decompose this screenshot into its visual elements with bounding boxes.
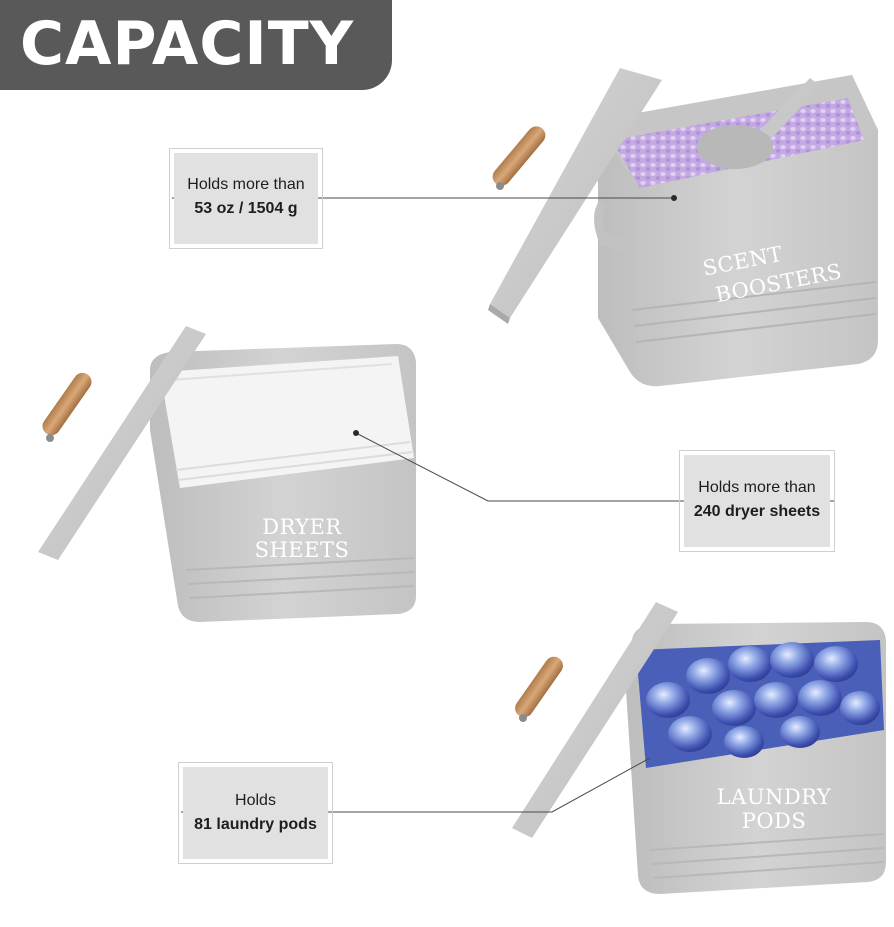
- laundry-pods-canister: LAUNDRY PODS: [512, 602, 886, 894]
- dryer-sheets-stack: [160, 356, 414, 488]
- can-label-dryer-2: SHEETS: [255, 538, 350, 562]
- page-title: CAPACITY: [20, 9, 355, 79]
- callout-line2: 240 dryer sheets: [693, 503, 821, 520]
- callout-scent-boosters: Holds more than 53 oz / 1504 g: [169, 148, 323, 249]
- can-label-pods-2: PODS: [742, 809, 807, 833]
- callout-line1: Holds more than: [698, 479, 816, 496]
- callout-line2: 81 laundry pods: [194, 816, 317, 833]
- callout-line1: Holds more than: [187, 176, 305, 193]
- can-label-dryer-1: DRYER: [262, 515, 342, 539]
- leader-dot-2: [353, 430, 359, 436]
- scent-boosters-canister: SCENT BOOSTERS: [488, 68, 878, 387]
- wooden-handle-icon: [492, 126, 546, 186]
- wooden-handle-icon: [515, 656, 563, 718]
- callout-laundry-pods: Holds 81 laundry pods: [178, 762, 333, 864]
- title-banner: CAPACITY: [0, 0, 392, 90]
- scoop-icon: [697, 125, 773, 169]
- wooden-handle-icon: [42, 372, 92, 436]
- dryer-sheets-canister: DRYER SHEETS: [38, 326, 416, 622]
- callout-line1: Holds: [235, 792, 276, 809]
- can-label-pods-1: LAUNDRY: [717, 785, 832, 809]
- leader-dot-1: [671, 195, 677, 201]
- callout-line2: 53 oz / 1504 g: [194, 200, 298, 217]
- callout-dryer-sheets: Holds more than 240 dryer sheets: [679, 450, 835, 552]
